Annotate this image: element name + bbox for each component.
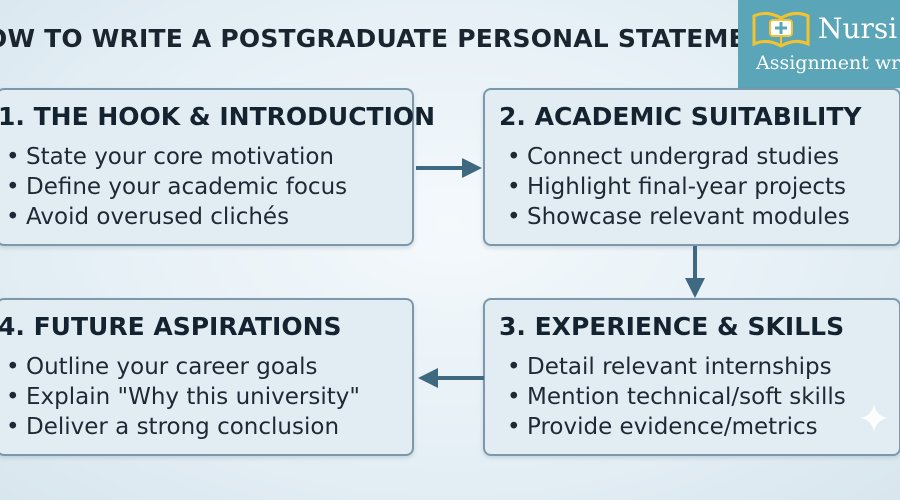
step-3-box: 3. EXPERIENCE & SKILLS •Detail relevant … — [483, 298, 900, 456]
step-1-heading: 1. THE HOOK & INTRODUCTION — [0, 102, 436, 131]
arrow-right-icon — [416, 158, 482, 178]
bullet: • — [6, 414, 20, 440]
bullet: • — [507, 174, 521, 200]
list-item-text: Provide evidence/metrics — [527, 414, 818, 440]
step-2-heading: 2. ACADEMIC SUITABILITY — [499, 102, 862, 131]
page-title: OW TO WRITE A POSTGRADUATE PERSONAL STAT… — [0, 24, 785, 53]
list-item: •Explain "Why this university" — [6, 382, 360, 412]
step-1-list: •State your core motivation •Define your… — [6, 142, 347, 232]
list-item: •Mention technical/soft skills — [507, 382, 846, 412]
step-4-list: •Outline your career goals •Explain "Why… — [6, 352, 360, 442]
list-item: •Avoid overused clichés — [6, 202, 347, 232]
brand-logo: Nursi Assignment wr — [738, 0, 900, 88]
bullet: • — [6, 204, 20, 230]
open-book-cross-icon — [752, 11, 810, 48]
list-item-text: Detail relevant internships — [527, 354, 832, 380]
list-item: •Provide evidence/metrics — [507, 412, 846, 442]
list-item: •Outline your career goals — [6, 352, 360, 382]
bullet: • — [507, 384, 521, 410]
list-item-text: Avoid overused clichés — [26, 204, 290, 230]
step-4-heading: 4. FUTURE ASPIRATIONS — [0, 312, 342, 341]
bullet: • — [507, 354, 521, 380]
list-item-text: Showcase relevant modules — [527, 204, 850, 230]
list-item: •Detail relevant internships — [507, 352, 846, 382]
step-2-box: 2. ACADEMIC SUITABILITY •Connect undergr… — [483, 88, 900, 246]
list-item: •Highlight final-year projects — [507, 172, 850, 202]
list-item: •Deliver a strong conclusion — [6, 412, 360, 442]
sparkle-icon — [860, 404, 888, 432]
arrow-left-icon — [418, 368, 484, 388]
list-item-text: Outline your career goals — [26, 354, 318, 380]
step-2-list: •Connect undergrad studies •Highlight fi… — [507, 142, 850, 232]
list-item-text: Deliver a strong conclusion — [26, 414, 340, 440]
logo-line-2: Assignment wr — [756, 52, 900, 74]
bullet: • — [6, 354, 20, 380]
list-item: •Define your academic focus — [6, 172, 347, 202]
bullet: • — [507, 414, 521, 440]
step-1-box: 1. THE HOOK & INTRODUCTION •State your c… — [0, 88, 435, 246]
bullet: • — [507, 204, 521, 230]
step-3-heading: 3. EXPERIENCE & SKILLS — [499, 312, 845, 341]
list-item-text: Mention technical/soft skills — [527, 384, 846, 410]
list-item-text: Highlight final-year projects — [527, 174, 847, 200]
step-3-list: •Detail relevant internships •Mention te… — [507, 352, 846, 442]
step-4-box: 4. FUTURE ASPIRATIONS •Outline your care… — [0, 298, 414, 456]
list-item: •Connect undergrad studies — [507, 142, 850, 172]
list-item-text: Explain "Why this university" — [26, 384, 360, 410]
list-item-text: Define your academic focus — [26, 174, 348, 200]
logo-line-1: Nursi — [818, 12, 898, 45]
list-item-text: Connect undergrad studies — [527, 144, 840, 170]
bullet: • — [507, 144, 521, 170]
list-item: •State your core motivation — [6, 142, 347, 172]
bullet: • — [6, 144, 20, 170]
list-item: •Showcase relevant modules — [507, 202, 850, 232]
list-item-text: State your core motivation — [26, 144, 334, 170]
arrow-down-icon — [685, 246, 705, 298]
bullet: • — [6, 384, 20, 410]
bullet: • — [6, 174, 20, 200]
